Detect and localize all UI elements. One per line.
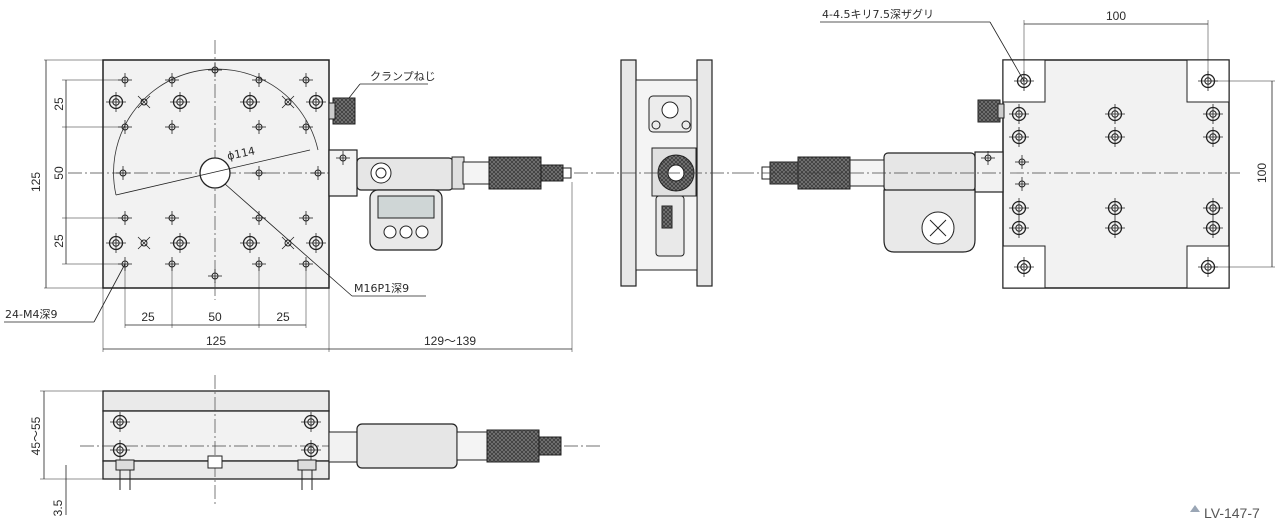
dim-h25-right: 25 [276,310,290,324]
triangle-icon [1190,505,1200,512]
clamp-screw-label: クランプねじ [370,70,436,83]
bottom-view: 4-4.5キリ7.5深ザグリ 100 100 [740,7,1275,289]
m16-label: M16P1深9 [354,282,409,295]
dim-right-side-100: 100 [1255,163,1269,183]
counterbore-label: 4-4.5キリ7.5深ザグリ [822,7,934,21]
footer-code: LV-147-7 [1204,505,1260,519]
micrometer-ratchet [540,164,564,182]
micrometer-thimble [488,156,542,190]
end-view [600,59,740,287]
dim-v25-bottom: 25 [52,234,66,248]
dim-width-125: 125 [206,334,226,348]
phi-leader [115,149,311,196]
dim-vertical-125: 125 [29,172,43,192]
phi-arc [113,68,319,196]
lcd-screen [377,195,435,219]
dim-v50: 50 [52,166,66,180]
drawing-code: LV-147-7 [1190,505,1260,519]
dim-travel: 129～139 [424,334,476,348]
dim-v25-top: 25 [52,97,66,111]
plan-view: クランプねじ ϕ114 M16P1深9 24-M4深9 125 25 50 25… [4,40,600,352]
dim-height-range: 45～55 [29,416,43,455]
dim-right-top-100: 100 [1106,9,1126,23]
dim-base-35: 3.5 [51,499,65,516]
phi-label: ϕ114 [226,144,256,163]
m4-label: 24-M4深9 [5,308,57,321]
dim-h50: 50 [208,310,222,324]
center-hole [199,157,231,189]
dim-h25-left: 25 [141,310,155,324]
clamp-screw [332,97,356,125]
side-view: 45～55 3.5 [29,375,600,516]
